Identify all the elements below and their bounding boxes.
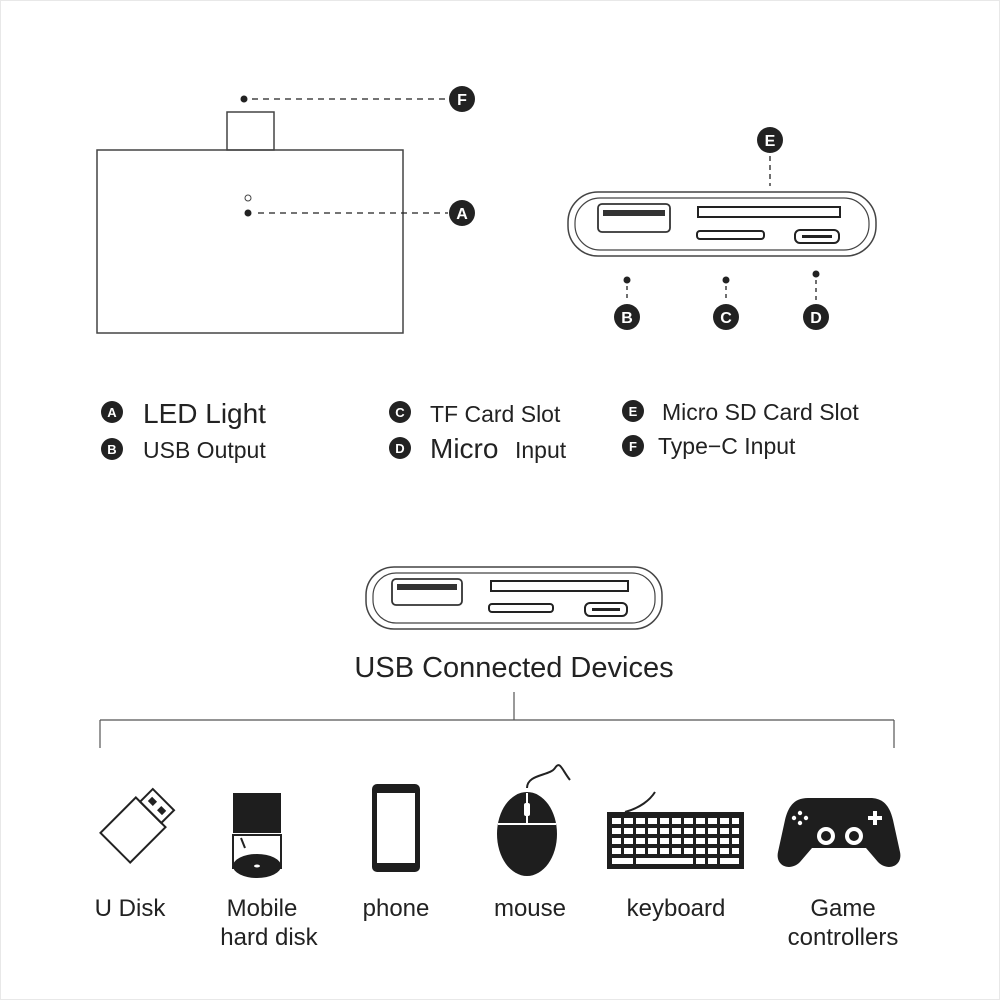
callout-a-letter: A	[456, 206, 468, 223]
gamepad-icon	[777, 798, 901, 867]
middle-sd-slot	[490, 580, 629, 592]
callout-f-badge	[449, 86, 475, 112]
callout-f-letter: F	[457, 92, 467, 109]
legend-badge-c: C	[395, 405, 405, 420]
callout-b-badge	[614, 304, 640, 330]
legend-label-e: Micro SD Card Slot	[662, 399, 859, 425]
legend-label-c: TF Card Slot	[430, 401, 561, 427]
legend-badge-f: F	[629, 439, 637, 454]
callout-c-badge	[713, 304, 739, 330]
device-label-phone: phone	[363, 895, 430, 922]
adapter-inner-shell	[574, 197, 870, 251]
legend-label-b: USB Output	[143, 437, 266, 463]
legend-item-e: E Micro SD Card Slot	[622, 399, 859, 425]
phone-icon	[372, 784, 420, 872]
legend-item-a: A LED Light	[101, 398, 266, 429]
device-label-hard-disk-2: hard disk	[220, 924, 318, 951]
legend-label-d-2: Input	[515, 437, 567, 463]
callout-b-letter: B	[621, 310, 633, 327]
device-label-mouse: mouse	[494, 895, 566, 922]
hard-disk-icon	[232, 793, 282, 878]
device-label-game-1: Game	[810, 895, 875, 922]
micro-sd-card-slot	[697, 206, 841, 218]
callout-e-badge	[757, 127, 783, 153]
tf-card-slot	[696, 230, 765, 240]
callout-b: B	[614, 276, 640, 330]
callout-d: D	[803, 270, 829, 330]
callout-d-badge	[803, 304, 829, 330]
adapter-middle-view	[365, 566, 663, 630]
keyboard-icon	[607, 791, 744, 869]
mouse-icon	[497, 764, 571, 876]
callout-c: C	[713, 276, 739, 330]
callout-a: A	[244, 200, 475, 226]
device-label-hard-disk-1: Mobile	[227, 895, 298, 922]
legend-label-f: Type−C Input	[658, 433, 796, 459]
adapter-body	[96, 149, 404, 334]
adapter-outer-shell	[567, 191, 877, 257]
legend-label-d-1: Micro	[430, 433, 498, 464]
type-c-plug	[226, 111, 275, 151]
legend-badge-e: E	[629, 404, 638, 419]
device-label-game-2: controllers	[788, 924, 899, 951]
callout-e: E	[757, 127, 783, 186]
legend-badge-d: D	[395, 441, 404, 456]
device-tree-connector	[99, 692, 895, 748]
section-title: USB Connected Devices	[354, 652, 673, 684]
callout-a-badge	[449, 200, 475, 226]
usb-output-port	[597, 203, 671, 233]
legend: A LED Light B USB Output C TF Card Slot …	[101, 398, 859, 464]
middle-micro-port	[584, 602, 628, 617]
device-label-u-disk: U Disk	[95, 895, 167, 922]
callout-d-letter: D	[810, 310, 822, 327]
legend-item-f: F Type−C Input	[622, 433, 796, 459]
callout-f: F	[240, 86, 475, 112]
legend-item-c: C TF Card Slot	[389, 401, 561, 427]
micro-input-port	[794, 229, 840, 244]
adapter-port-view	[567, 191, 877, 257]
legend-item-b: B USB Output	[101, 437, 266, 463]
legend-badge-b: B	[107, 442, 116, 457]
callout-c-letter: C	[720, 310, 732, 327]
legend-item-d: D Micro Input	[389, 433, 567, 464]
usb-flash-drive-icon	[99, 787, 176, 864]
led-light-indicator	[244, 194, 252, 202]
legend-label-a: LED Light	[143, 398, 266, 429]
legend-badge-a: A	[107, 405, 117, 420]
middle-tf-slot	[488, 603, 554, 613]
middle-usb-port	[391, 578, 463, 606]
device-label-keyboard: keyboard	[627, 895, 726, 922]
adapter-side-view	[96, 111, 404, 334]
callout-e-letter: E	[765, 133, 776, 150]
